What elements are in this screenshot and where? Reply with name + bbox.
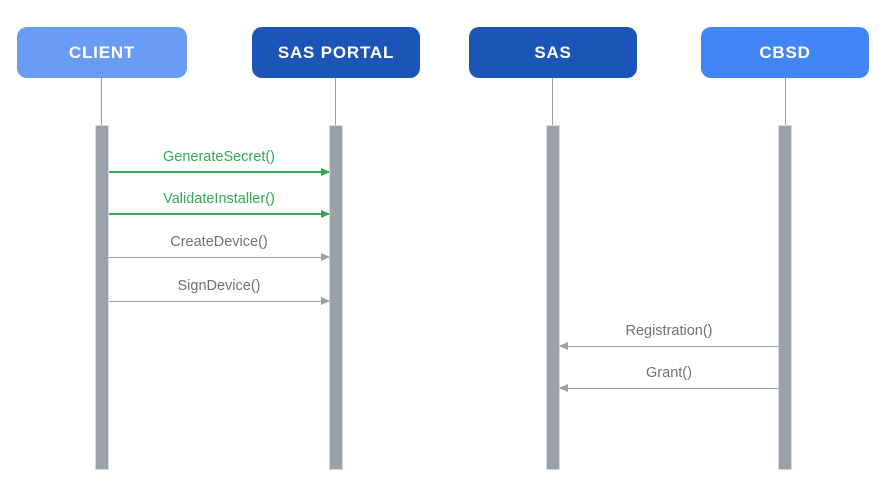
message-label: Grant() [646,365,692,381]
activation-bar-sas-portal [329,125,343,470]
arrow-right-icon [321,168,330,176]
message-label: CreateDevice() [170,234,268,250]
message-line [560,388,778,389]
message-grant: Grant() [559,363,778,392]
lifeline-cbsd [785,78,786,125]
message-line [109,171,329,173]
lifeline-client [101,78,102,125]
message-sign-device: SignDevice() [109,276,330,305]
message-label: ValidateInstaller() [163,191,275,207]
message-validate-installer: ValidateInstaller() [109,189,330,218]
actor-box-sas-portal: SAS PORTAL [252,27,420,78]
actor-box-client: CLIENT [17,27,187,78]
arrow-right-icon [321,297,330,305]
lifeline-sas [552,78,553,125]
actor-label-client: CLIENT [68,42,136,62]
message-line [109,257,329,258]
message-registration: Registration() [559,321,778,350]
actor-label-sas: SAS [534,42,572,62]
arrow-left-icon [559,384,568,392]
arrow-right-icon [321,210,330,218]
message-line [109,301,329,302]
actor-box-sas: SAS [469,27,637,78]
arrow-right-icon [321,253,330,261]
actor-label-sas-portal: SAS PORTAL [277,42,395,62]
message-generate-secret: GenerateSecret() [109,147,330,176]
message-label: GenerateSecret() [162,149,276,165]
activation-bar-sas [546,125,560,470]
message-line [109,213,329,215]
activation-bar-client [95,125,109,470]
actor-box-cbsd: CBSD [701,27,869,78]
message-line [560,346,778,347]
actor-label-cbsd: CBSD [759,42,811,62]
lifeline-sas-portal [335,78,336,125]
activation-bar-cbsd [778,125,792,470]
message-create-device: CreateDevice() [109,232,330,261]
arrow-left-icon [559,342,568,350]
message-label: Registration() [625,323,713,339]
message-label: SignDevice() [177,278,261,294]
